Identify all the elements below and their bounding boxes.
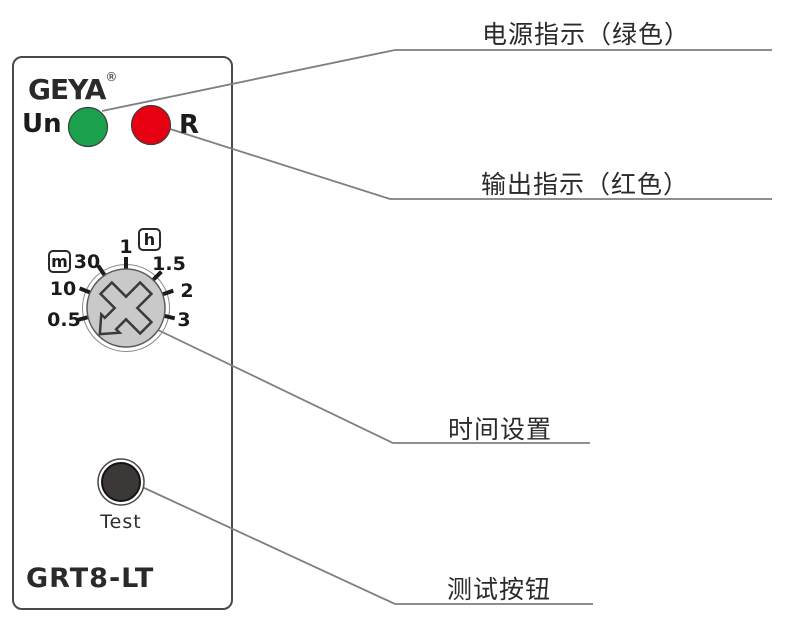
callout-output-indicator: 输出指示（红色） bbox=[480, 170, 690, 199]
output-led-red bbox=[130, 104, 172, 146]
dial-scale-0-5: 0.5 bbox=[47, 309, 81, 331]
leader-line-test bbox=[139, 485, 593, 605]
test-button-label: Test bbox=[100, 511, 142, 533]
callout-time-setting: 时间设置 bbox=[447, 415, 553, 444]
dial-scale-1: 1 bbox=[119, 236, 133, 258]
dial-knob-arrow[interactable] bbox=[80, 268, 166, 354]
registered-trademark-icon: ® bbox=[105, 70, 118, 84]
leader-line-output bbox=[166, 127, 772, 200]
power-led-green bbox=[67, 106, 109, 148]
dial-scale-10: 10 bbox=[49, 278, 77, 300]
test-button[interactable] bbox=[101, 462, 141, 502]
callout-power-indicator: 电源指示（绿色） bbox=[481, 20, 691, 49]
model-number: GRT8-LT bbox=[26, 563, 155, 594]
dial-scale-30: 30 bbox=[73, 251, 101, 273]
dial-unit-hours: h bbox=[138, 228, 161, 251]
leader-line-power bbox=[101, 49, 772, 112]
dial-scale-1-5: 1.5 bbox=[152, 253, 186, 275]
leader-line-time bbox=[157, 329, 590, 444]
brand-name: GEYA bbox=[28, 73, 106, 106]
power-led-label: Un bbox=[22, 109, 62, 139]
dial-scale-2: 2 bbox=[180, 280, 194, 302]
output-led-label: R bbox=[179, 110, 200, 140]
callout-test-button: 测试按钮 bbox=[446, 575, 552, 604]
dial-unit-minutes: m bbox=[48, 250, 71, 273]
dial-scale-3: 3 bbox=[177, 309, 191, 331]
brand-logo: GEYA® bbox=[28, 70, 117, 106]
